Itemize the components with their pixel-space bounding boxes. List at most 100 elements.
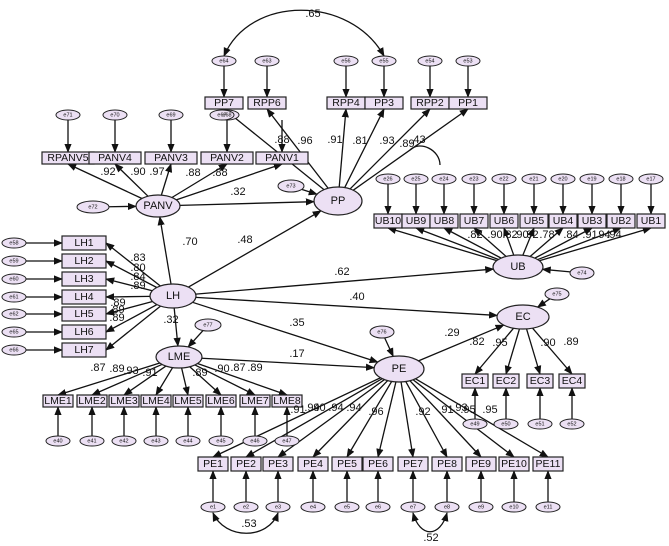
path-panv-pp — [179, 198, 315, 207]
error-e65 — [1, 326, 27, 338]
error-e61-label: e61 — [9, 295, 18, 301]
loading-label-pe-5: .94 — [346, 402, 361, 414]
error-e7-label: e7 — [410, 505, 416, 511]
error-e3 — [265, 501, 291, 513]
loading-label-ub-5: .92 — [523, 229, 538, 241]
error-e64-label: e64 — [219, 59, 228, 65]
indicator-pe9-label: PE9 — [471, 458, 491, 470]
loading-arrow-lme1 — [57, 362, 160, 397]
indicator-ec3 — [526, 373, 554, 389]
loading-arrow-pe1 — [212, 377, 381, 458]
indicator-ub4-label: UB4 — [553, 215, 574, 227]
loading-label-lme-2: .89 — [109, 363, 124, 375]
error-e65-label: e65 — [9, 330, 18, 336]
indicator-ub5 — [519, 213, 549, 229]
indicator-ub10-label: UB10 — [375, 215, 401, 227]
error-e3-label: e3 — [275, 505, 281, 511]
covariance-label-e7-e8: .52 — [423, 532, 438, 544]
indicator-pe7 — [397, 456, 429, 472]
indicator-pp7 — [204, 96, 244, 110]
error-e46 — [242, 435, 268, 447]
error-e26-label: e26 — [383, 177, 392, 183]
error-e68-label: e68 — [222, 113, 231, 119]
error-e18-label: e18 — [616, 177, 625, 183]
indicator-lme8 — [271, 394, 303, 408]
error-e71 — [55, 109, 81, 121]
error-e5-label: e5 — [344, 505, 350, 511]
latent-label-panv: PANV — [143, 200, 173, 212]
loading-label-ub-1: .82 — [467, 229, 482, 241]
loading-label-pe-2: .94 — [304, 402, 319, 414]
indicator-pe10 — [498, 456, 530, 472]
loading-label-ec-4: .89 — [563, 336, 578, 348]
indicator-lme2-label: LME2 — [78, 395, 106, 407]
loading-arrow-lh6 — [105, 304, 158, 333]
loading-label-pp-1: .88 — [274, 134, 289, 146]
indicator-ec3-label: EC3 — [530, 375, 551, 387]
covariance-label-e64-e55: .65 — [305, 8, 320, 20]
error-e10-label: e10 — [509, 505, 518, 511]
error-e11-label: e11 — [544, 505, 553, 511]
loading-label-lh-1: .83 — [130, 252, 145, 264]
indicator-lh7-label: LH7 — [74, 344, 93, 356]
loading-label-ub-4: .90 — [513, 229, 528, 241]
loading-arrow-pe5 — [346, 381, 393, 458]
indicator-lh6 — [61, 324, 107, 340]
error-e5 — [334, 501, 360, 513]
error-e67-label: e67 — [217, 113, 226, 119]
error-e56 — [333, 55, 359, 67]
latent-label-pe: PE — [392, 363, 407, 375]
error-e77-label: e77 — [203, 323, 212, 329]
loading-arrow-ec3 — [525, 328, 542, 375]
indicator-lme5-label: LME5 — [174, 395, 202, 407]
indicator-lme7 — [239, 394, 271, 408]
loading-label-pe-3: .90 — [310, 402, 325, 414]
error-e74 — [569, 266, 595, 280]
loading-label-ub-3: .82 — [502, 229, 517, 241]
error-e70-label: e70 — [110, 113, 119, 119]
error-e76 — [369, 325, 395, 339]
error-e59 — [1, 255, 27, 267]
latent-pe — [373, 355, 425, 383]
indicator-lme1-label: LME1 — [44, 395, 72, 407]
path-pe-ec — [418, 324, 505, 362]
latent-label-lme: LME — [168, 351, 191, 363]
indicator-lh5 — [61, 306, 107, 322]
error-e60 — [1, 273, 27, 285]
error-e41 — [79, 435, 105, 447]
loading-label-pe-7: .92 — [415, 406, 430, 418]
loading-arrow-lh4 — [105, 293, 151, 301]
loading-arrow-pe9 — [409, 380, 482, 458]
error-e44-label: e44 — [183, 439, 192, 445]
indicator-pe5-label: PE5 — [337, 458, 357, 470]
latent-label-ub: UB — [510, 261, 525, 273]
disturbance-arrow-pe — [384, 337, 394, 358]
error-e46-label: e46 — [250, 439, 259, 445]
loading-arrow-ub8 — [443, 227, 502, 259]
indicator-ub1 — [636, 213, 666, 229]
loading-arrow-panv1 — [176, 163, 283, 201]
loading-label-lme-8: .89 — [247, 362, 262, 374]
path-lh-pp — [188, 210, 322, 288]
error-e21 — [521, 173, 547, 185]
loading-label-lh-5: .89 — [110, 297, 125, 309]
path-lme-pe — [201, 357, 376, 371]
error-e41-label: e41 — [87, 439, 96, 445]
error-e43 — [143, 435, 169, 447]
error-e56-label: e56 — [341, 59, 350, 65]
indicator-panv3 — [144, 151, 198, 165]
loading-label-lh-6: .89 — [109, 304, 124, 316]
loading-arrow-ec1 — [474, 327, 515, 375]
loading-arrow-pe2 — [245, 378, 383, 458]
loading-arrow-lme8 — [197, 362, 288, 396]
loading-arrow-rpp2 — [349, 108, 431, 190]
indicator-pe4 — [297, 456, 329, 472]
indicator-lh2 — [61, 253, 107, 269]
path-label-pe-ec: .29 — [444, 327, 459, 339]
error-e6 — [365, 501, 391, 513]
indicator-rpp4-label: RPP4 — [332, 97, 360, 109]
indicator-pp3 — [364, 96, 404, 110]
error-e62-label: e62 — [9, 312, 18, 318]
loading-label-lh-2: .80 — [130, 262, 145, 274]
loading-label-ec-1: .82 — [469, 336, 484, 348]
